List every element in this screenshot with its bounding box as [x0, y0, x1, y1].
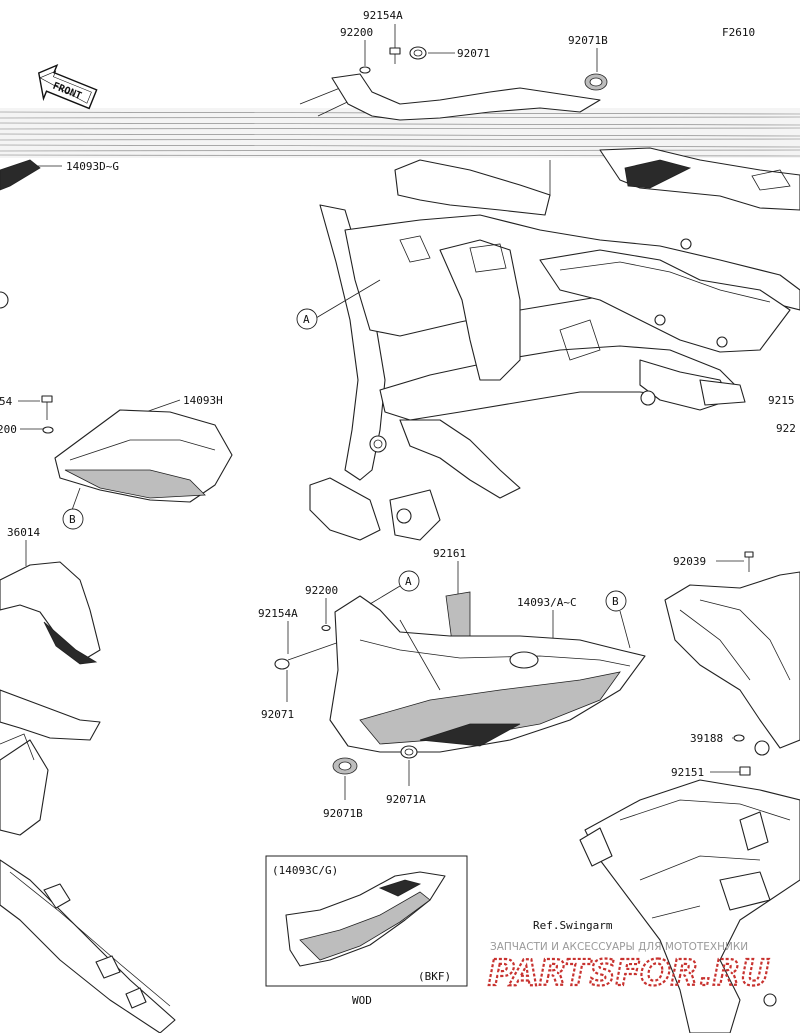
- callout-922-partial: 922: [776, 422, 796, 435]
- front-fender-group: 36014: [0, 526, 101, 836]
- diagram-ref-code: F2610: [722, 26, 755, 39]
- callout-92071: 92071: [457, 47, 490, 60]
- ref-marker-b: B: [62, 508, 84, 530]
- top-cover-bracket: [331, 73, 601, 121]
- front-arrow-icon: FRONT: [37, 63, 98, 110]
- callout-92071B: 92071B: [568, 34, 608, 47]
- callout-92200: 92200: [340, 26, 373, 39]
- partial-ring: [0, 291, 9, 309]
- callout-14093AC: 14093/A~C: [517, 596, 577, 609]
- side-cover-d-g: [0, 159, 41, 191]
- washer-icon: [733, 734, 745, 742]
- side-cover-a-c-group: 92161 92200 92154A 92071 14093/A~C: [258, 547, 646, 753]
- cover-14093H-group: 54 200 14093H: [0, 394, 233, 511]
- variant-inset: (14093C/G) (BKF) WOD: [265, 855, 468, 1007]
- callout-14093DG: 14093D~G: [66, 160, 119, 173]
- bolt-icon: [739, 766, 751, 776]
- callout-92154A: 92154A: [363, 9, 403, 22]
- cover-vent: [751, 169, 791, 191]
- svg-text:A: A: [405, 575, 412, 588]
- inset-caption: WOD: [352, 994, 372, 1007]
- callout-92071B-b: 92071B: [323, 807, 363, 820]
- callout-36014: 36014: [7, 526, 40, 539]
- bolt-icon: [41, 395, 53, 420]
- callout-9215-partial: 9215: [768, 394, 795, 407]
- callout-92039: 92039: [673, 555, 706, 568]
- callout-54-partial: 54: [0, 395, 13, 408]
- lower-left-frame: [0, 859, 176, 1033]
- watermark-subtitle: ЗАПЧАСТИ И АКСЕССУАРЫ ДЛЯ МОТОТЕХНИКИ: [490, 941, 748, 953]
- callout-200-partial: 200: [0, 423, 17, 436]
- callout-92161: 92161: [433, 547, 466, 560]
- main-frame: [309, 159, 800, 541]
- washer-icon: [321, 624, 331, 632]
- rear-section-group: 92039 39188 92151 Ref.Swingarm: [533, 551, 800, 1033]
- top-fastener-group: 92154A 92200 92071 92071B: [299, 9, 608, 117]
- grommet-icon: [409, 46, 427, 60]
- bolt-icon: [274, 639, 346, 670]
- watermark-logo: ЗАПЧАСТИ И АКСЕССУАРЫ ДЛЯ МОТОТЕХНИКИ PA…: [487, 941, 771, 995]
- ref-marker-a: A: [296, 308, 318, 330]
- bolt-icon: [389, 47, 401, 64]
- grommet-icon: [332, 757, 358, 775]
- inset-variant: (BKF): [418, 970, 451, 983]
- callout-39188: 39188: [690, 732, 723, 745]
- ref-marker-a-lower: A: [369, 570, 420, 605]
- foam-pad: [445, 591, 471, 643]
- callout-92151: 92151: [671, 766, 704, 779]
- washer-icon: [359, 66, 371, 74]
- callout-ref-swingarm: Ref.Swingarm: [533, 919, 613, 932]
- ref-marker-b-lower: B: [605, 590, 631, 649]
- screw-icon: [744, 551, 754, 572]
- svg-text:A: A: [303, 313, 310, 326]
- callout-92200-b: 92200: [305, 584, 338, 597]
- side-cover-shading: [624, 159, 692, 189]
- inset-title: (14093C/G): [272, 864, 338, 877]
- washer-icon: [42, 426, 54, 434]
- watermark-brand: PARTSFOR.RU: [488, 953, 770, 994]
- callout-92071A: 92071A: [386, 793, 426, 806]
- cover-shading: [64, 469, 206, 499]
- callout-92154A-b: 92154A: [258, 607, 298, 620]
- rear-inner-fender: [664, 571, 800, 749]
- svg-text:B: B: [69, 513, 76, 526]
- grommet-icon: [400, 745, 418, 759]
- svg-text:B: B: [612, 595, 619, 608]
- callout-14093H: 14093H: [183, 394, 223, 407]
- grommet-icon: [584, 73, 608, 91]
- front-fender: [0, 561, 101, 663]
- callout-92071-b: 92071: [261, 708, 294, 721]
- grommet-hole: [509, 651, 539, 669]
